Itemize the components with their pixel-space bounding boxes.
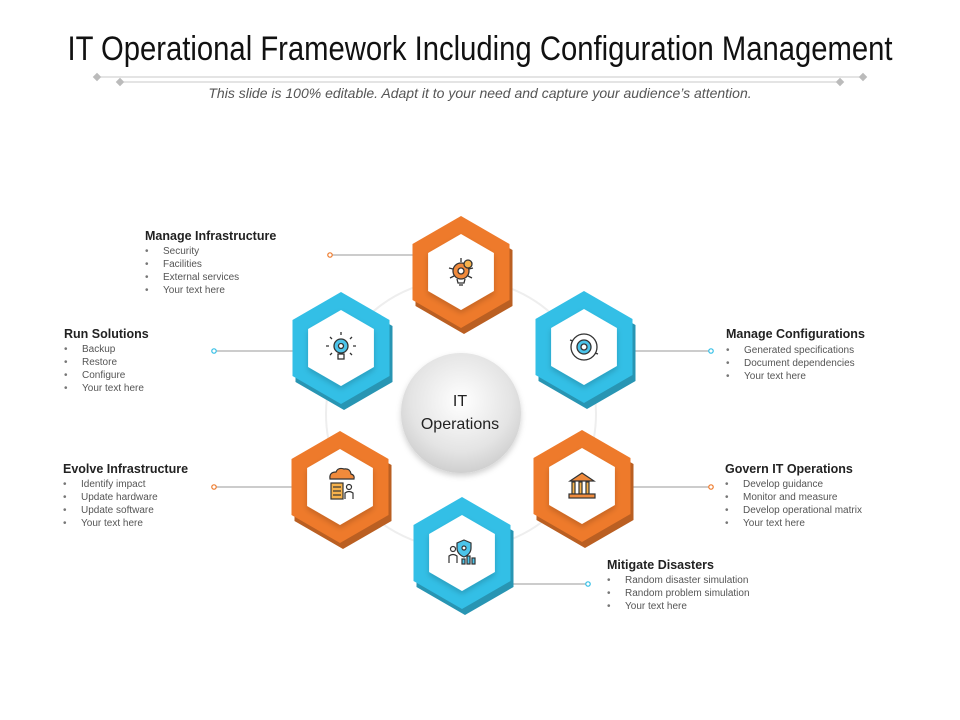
list-item: •Security [145, 246, 200, 257]
bullet-list: •Random disaster simulation •Random prob… [607, 574, 750, 613]
block-title: Manage Configurations [726, 327, 865, 341]
list-item: •Develop guidance [725, 479, 824, 490]
list-item: •Update software [63, 505, 154, 516]
block-manage-infrastructure: Manage Infrastructure •Security •Facilit… [145, 229, 276, 297]
block-title: Govern IT Operations [725, 462, 853, 476]
list-item: •Restore [64, 357, 118, 368]
gear-lightbulb-icon [448, 258, 474, 286]
gear-cycle-icon [569, 333, 599, 361]
list-item: •Develop operational matrix [725, 505, 862, 516]
hexagon-govern-it-operations [533, 430, 634, 548]
center-label-line2: Operations [420, 416, 500, 433]
list-item: •Document dependencies [726, 358, 855, 369]
list-item: •Your text here [726, 371, 806, 382]
bullet-list: •Generated specifications •Document depe… [726, 344, 865, 383]
list-item: •External services [145, 272, 240, 283]
cog-lightbulb-icon [326, 332, 356, 360]
person-shield-chart-icon [448, 539, 476, 565]
list-item: •Your text here [63, 518, 143, 529]
center-circle [401, 353, 521, 473]
list-item: •Generated specifications [726, 345, 855, 356]
bank-building-icon [568, 472, 596, 499]
list-item: •Random problem simulation [607, 588, 750, 599]
list-item: •Random disaster simulation [607, 575, 749, 586]
bullet-list: •Identify impact •Update hardware •Updat… [63, 478, 188, 530]
bullet-list: •Security •Facilities •External services… [145, 245, 276, 297]
connector-end-dots [211, 252, 714, 587]
list-item: •Backup [64, 344, 116, 355]
bullet-list: •Backup •Restore •Configure •Your text h… [64, 343, 149, 395]
list-item: •Your text here [145, 285, 225, 296]
cloud-server-person-icon [329, 467, 355, 500]
block-run-solutions: Run Solutions •Backup •Restore •Configur… [64, 327, 149, 395]
list-item: •Your text here [607, 601, 687, 612]
block-evolve-infrastructure: Evolve Infrastructure •Identify impact •… [63, 462, 188, 530]
block-manage-configurations: Manage Configurations •Generated specifi… [726, 327, 865, 383]
list-item: •Facilities [145, 259, 202, 270]
center-label: IT Operations [400, 390, 520, 436]
block-govern-it-operations: Govern IT Operations •Develop guidance •… [725, 462, 862, 530]
slide-subtitle: This slide is 100% editable. Adapt it to… [208, 85, 752, 101]
list-item: •Update hardware [63, 492, 158, 503]
block-title: Manage Infrastructure [145, 229, 277, 243]
list-item: •Identify impact [63, 479, 146, 490]
title-divider [92, 72, 868, 87]
connector-lines [214, 254, 711, 585]
block-mitigate-disasters: Mitigate Disasters •Random disaster simu… [607, 558, 750, 613]
list-item: •Configure [64, 370, 126, 381]
list-item: •Monitor and measure [725, 492, 838, 503]
block-title: Run Solutions [64, 327, 149, 341]
block-title: Mitigate Disasters [607, 558, 714, 572]
slide-title: IT Operational Framework Including Confi… [67, 30, 893, 68]
block-title: Evolve Infrastructure [63, 462, 189, 476]
list-item: •Your text here [64, 383, 144, 394]
bullet-list: •Develop guidance •Monitor and measure •… [725, 478, 862, 530]
center-label-line1: IT [452, 393, 468, 410]
list-item: •Your text here [725, 518, 805, 529]
